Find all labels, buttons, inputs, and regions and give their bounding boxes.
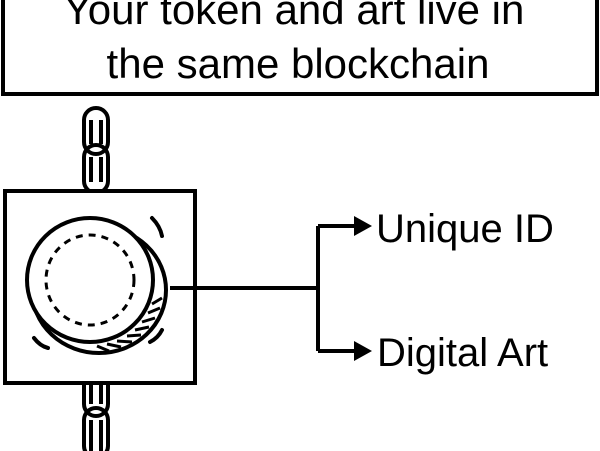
- unique-id-label: Unique ID: [376, 207, 554, 251]
- chain-link-icon: [82, 368, 110, 451]
- digital-art-label: Digital Art: [377, 331, 548, 375]
- title-box: Your token and art live in the same bloc…: [1, 0, 599, 96]
- connector: [170, 224, 358, 353]
- coin-icon: [25, 216, 168, 355]
- chain-link-icon: [82, 106, 110, 195]
- title-line-1: Your token and art live in: [64, 0, 525, 33]
- title-line-2: the same blockchain: [107, 40, 490, 87]
- arrow-head: [354, 216, 372, 236]
- arrow-head: [354, 341, 372, 361]
